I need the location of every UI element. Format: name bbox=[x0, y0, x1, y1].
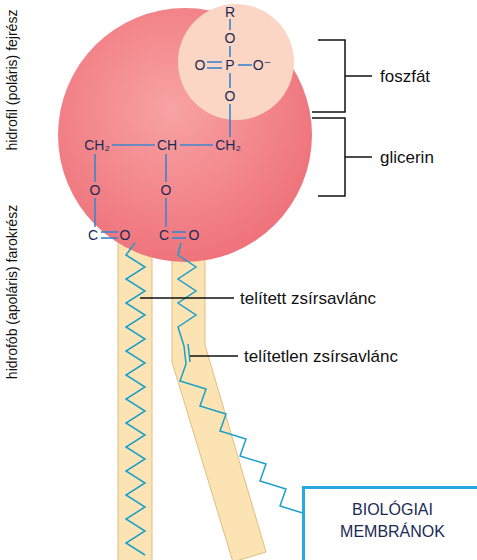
atom-symbol: C bbox=[159, 228, 169, 242]
phosphate-area bbox=[178, 4, 294, 120]
atom-symbol: O bbox=[189, 228, 200, 242]
kinked-chain bbox=[180, 346, 306, 514]
atom-symbol: O bbox=[195, 58, 206, 72]
leader-lines bbox=[140, 298, 238, 356]
part-label: foszfát bbox=[380, 68, 430, 85]
atom-symbol: CH₂ bbox=[215, 138, 241, 152]
atom-symbol: O⁻ bbox=[253, 58, 271, 72]
atom-symbol: CH₂ bbox=[84, 138, 110, 152]
saturated-tail bbox=[118, 222, 152, 560]
atom-symbol: O bbox=[161, 183, 172, 197]
unsaturated-chain bbox=[178, 243, 196, 346]
atom-symbol: O bbox=[90, 183, 101, 197]
saturated-chain bbox=[126, 243, 145, 555]
axis-label: hidrofób (apoláris) farokrész bbox=[5, 205, 19, 379]
axis-label: hidrofil (poláris) fejrész bbox=[5, 10, 19, 151]
part-label: telített zsírsavlánc bbox=[240, 290, 376, 307]
atom-symbol: R bbox=[225, 5, 235, 19]
unsaturated-tail bbox=[172, 222, 266, 560]
double-bond bbox=[188, 344, 190, 362]
atom-symbol: O bbox=[225, 89, 236, 103]
part-label: glicerin bbox=[380, 149, 434, 166]
part-label: telítetlen zsírsavlánc bbox=[244, 348, 398, 365]
brackets bbox=[312, 40, 372, 196]
box-title: BIOLÓGIAI MEMBRÁNOK bbox=[333, 499, 453, 542]
atom-symbol: CH bbox=[157, 138, 177, 152]
atom-symbol: O bbox=[120, 228, 131, 242]
chemical-bonds bbox=[95, 19, 252, 238]
atom-symbol: P bbox=[225, 58, 234, 72]
atom-symbol: O bbox=[225, 31, 236, 45]
atom-symbol: C bbox=[88, 228, 98, 242]
title-box: BIOLÓGIAI MEMBRÁNOK bbox=[302, 486, 477, 560]
